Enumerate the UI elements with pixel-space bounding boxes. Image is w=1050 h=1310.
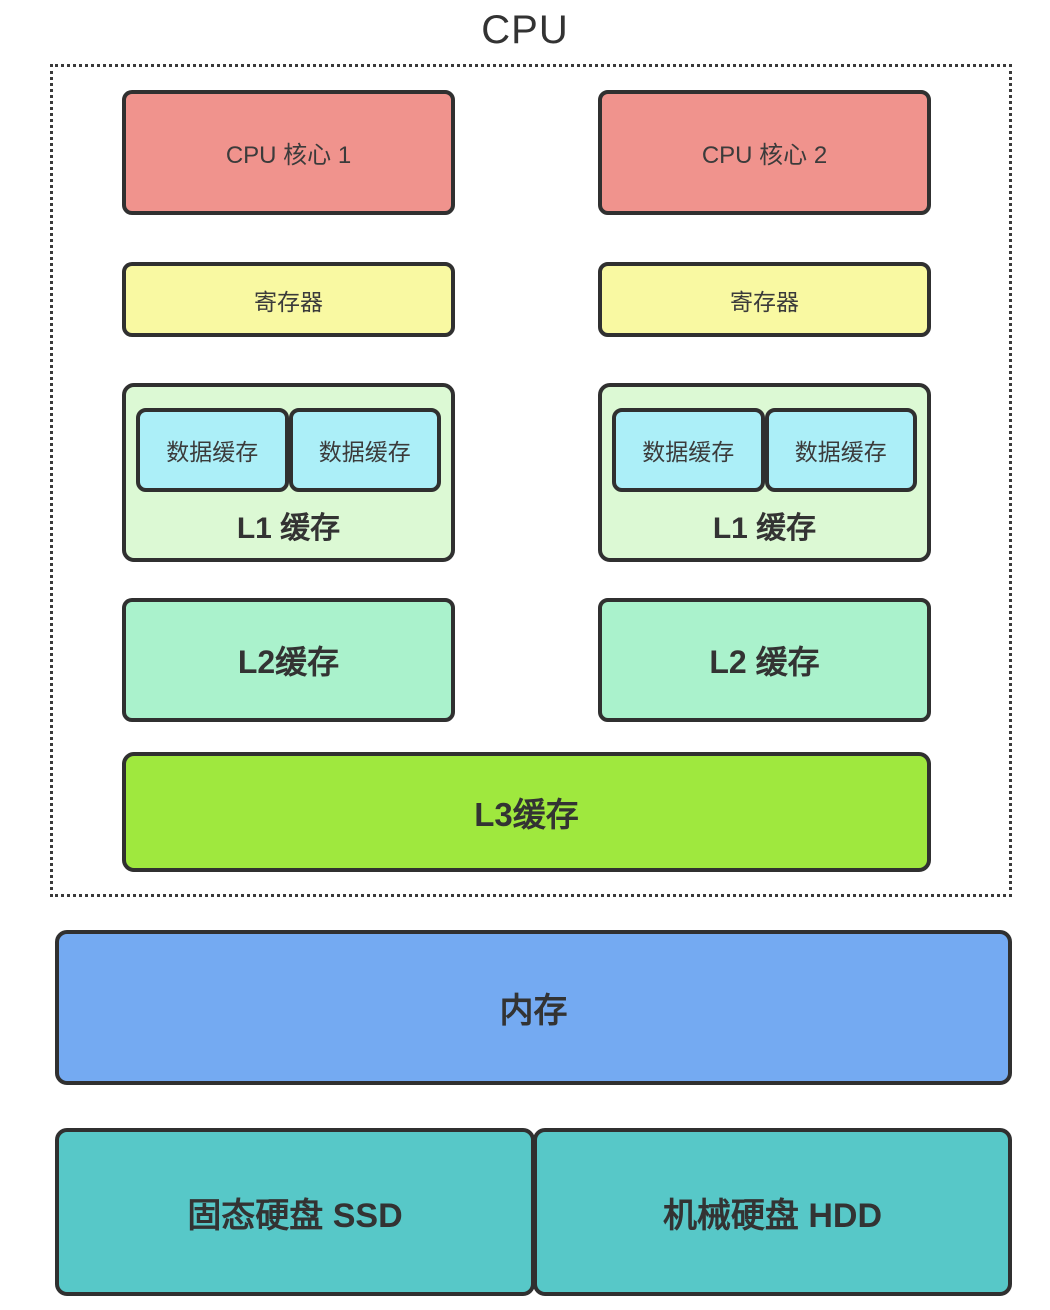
l1-cache-label: L1 缓存 xyxy=(236,512,341,545)
main-memory-box: 内存 xyxy=(55,930,1012,1085)
data-cache-box: 数据缓存 xyxy=(612,408,765,492)
register-box-core2: 寄存器 xyxy=(598,262,931,337)
cpu-boundary-outline xyxy=(50,64,1012,897)
data-cache-box: 数据缓存 xyxy=(288,408,441,492)
l2-cache-box-core1: L2缓存 xyxy=(122,598,455,722)
l2-cache-box-core2: L2 缓存 xyxy=(598,598,931,722)
cpu-core-2-box: CPU 核心 2 xyxy=(598,90,931,215)
cpu-title: CPU xyxy=(481,8,569,52)
cpu-core-1-box: CPU 核心 1 xyxy=(122,90,455,215)
l1-subcache-row: 数据缓存 数据缓存 xyxy=(612,408,917,492)
ssd-storage-box: 固态硬盘 SSD xyxy=(55,1128,535,1296)
register-box-core1: 寄存器 xyxy=(122,262,455,337)
l1-cache-label: L1 缓存 xyxy=(712,512,817,545)
hdd-storage-box: 机械硬盘 HDD xyxy=(533,1128,1012,1296)
l1-cache-group-core2: 数据缓存 数据缓存 L1 缓存 xyxy=(598,383,931,562)
l1-cache-group-core1: 数据缓存 数据缓存 L1 缓存 xyxy=(122,383,455,562)
l1-subcache-row: 数据缓存 数据缓存 xyxy=(136,408,441,492)
data-cache-box: 数据缓存 xyxy=(136,408,289,492)
l3-cache-box: L3缓存 xyxy=(122,752,931,872)
data-cache-box: 数据缓存 xyxy=(764,408,917,492)
